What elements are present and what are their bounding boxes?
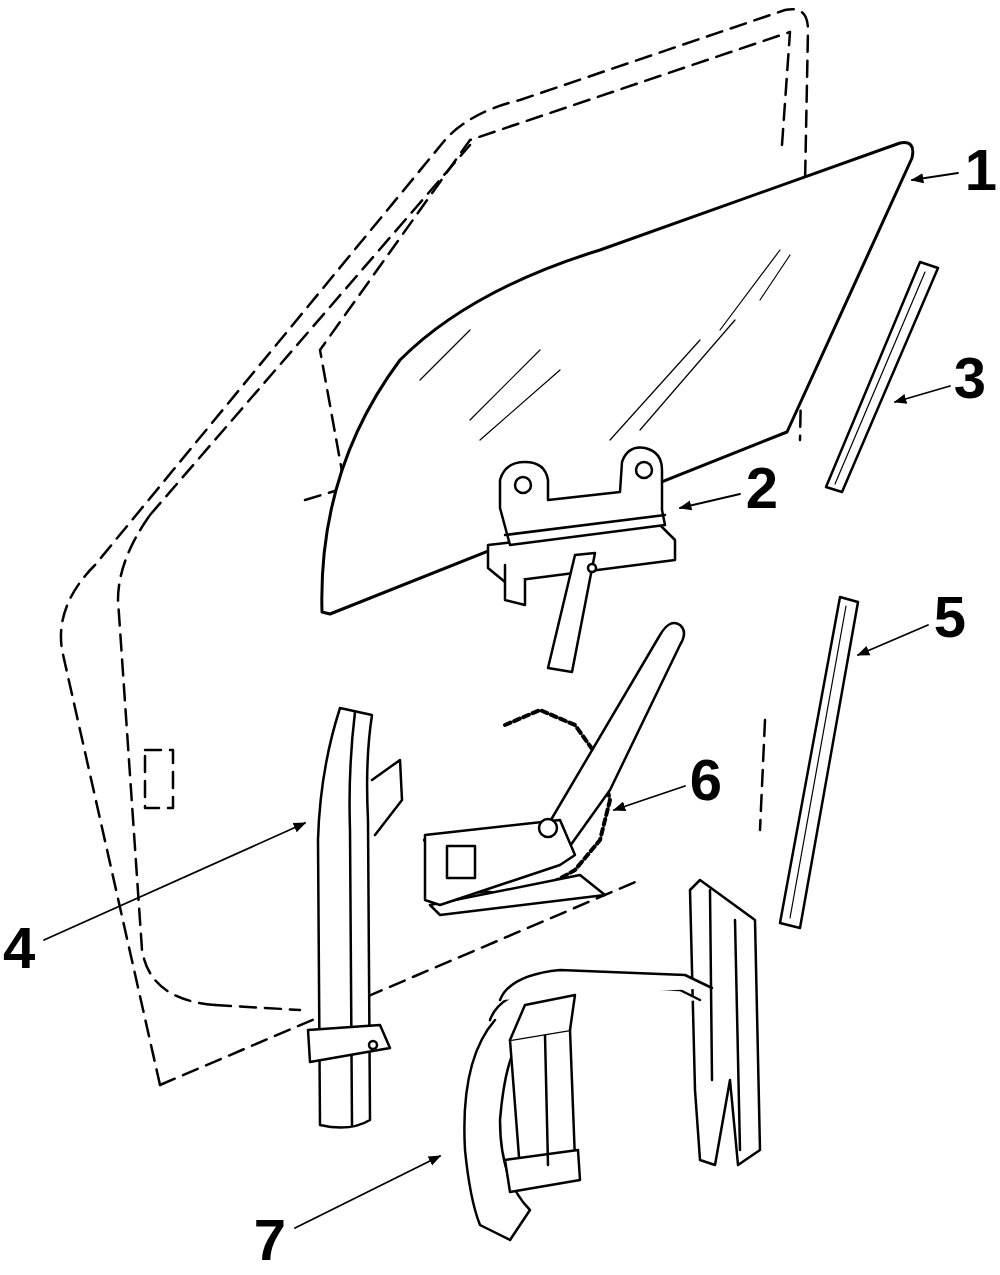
callout-holder: 3 xyxy=(954,349,986,407)
motor-cable-assembly xyxy=(464,880,760,1240)
leader-lines xyxy=(44,173,958,1228)
callout-holder: 7 xyxy=(254,1211,286,1269)
channel-strip xyxy=(780,597,858,928)
callout-number: 2 xyxy=(746,459,778,517)
callout-holder: 2 xyxy=(746,459,778,517)
callout-holder: 5 xyxy=(934,588,966,646)
callout-number: 5 xyxy=(934,588,966,646)
callout-holder: 6 xyxy=(690,751,722,809)
callout-number: 1 xyxy=(965,141,997,199)
callout-number: 6 xyxy=(690,751,722,809)
callout-holder: 1 xyxy=(965,141,997,199)
callout-number: 7 xyxy=(254,1211,286,1269)
callout-number: 3 xyxy=(954,349,986,407)
window-regulator xyxy=(425,623,684,915)
callout-number: 4 xyxy=(3,919,35,977)
callout-holder: 4 xyxy=(3,919,35,977)
sash-bracket xyxy=(488,448,675,672)
glass-run-strip xyxy=(826,262,938,492)
door-glass xyxy=(322,143,913,614)
rear-channel xyxy=(308,708,402,1128)
